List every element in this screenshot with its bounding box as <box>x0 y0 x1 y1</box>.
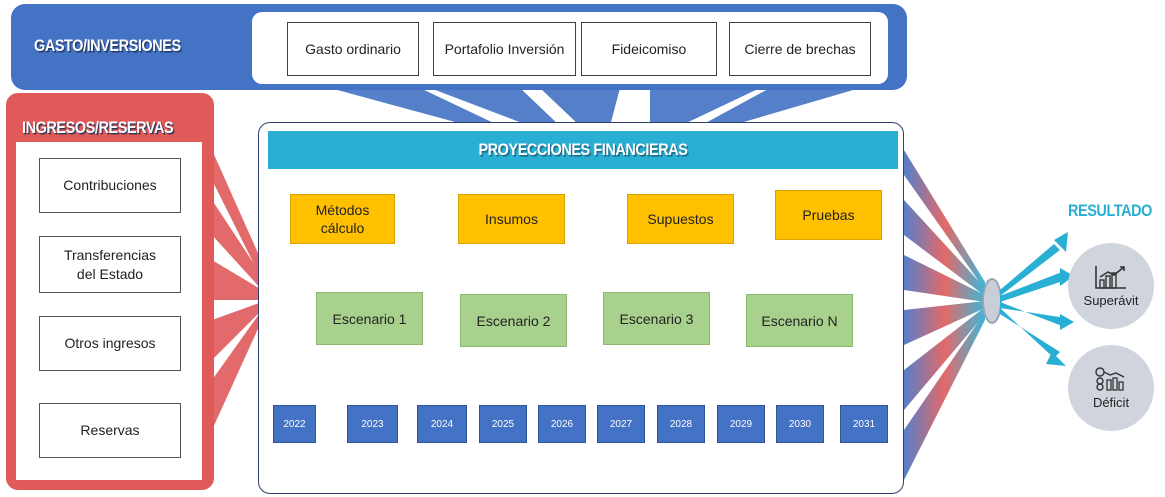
top-stream <box>330 88 860 126</box>
gasto-item: Fideicomiso <box>581 22 717 76</box>
scenario-box: Escenario 3 <box>603 292 710 345</box>
year-box: 2028 <box>657 405 705 443</box>
year-box: 2029 <box>717 405 765 443</box>
deficit-circle: Déficit <box>1068 345 1154 431</box>
ingresos-item: Reservas <box>39 403 181 458</box>
method-box: Métodos cálculo <box>290 194 395 244</box>
ingresos-item: Transferencias del Estado <box>39 236 181 293</box>
resultado-title: RESULTADO <box>1068 201 1152 220</box>
superavit-circle: Superávit <box>1068 243 1154 329</box>
gasto-item: Cierre de brechas <box>729 22 871 76</box>
year-box: 2024 <box>417 405 467 443</box>
superavit-label: Superávit <box>1083 293 1139 308</box>
right-stream <box>904 150 985 480</box>
gasto-item: Portafolio Inversión <box>433 22 576 76</box>
ingresos-item: Otros ingresos <box>39 316 181 371</box>
scenario-box: Escenario 2 <box>460 294 567 347</box>
ingresos-title: INGRESOS/RESERVAS <box>22 118 174 137</box>
year-box: 2023 <box>347 405 398 443</box>
output-rays <box>1000 232 1074 366</box>
year-box: 2031 <box>840 405 888 443</box>
chart-growth-icon <box>1095 266 1126 289</box>
coins-chart-icon <box>1095 367 1125 391</box>
year-box: 2022 <box>273 405 316 443</box>
method-box: Supuestos <box>627 194 734 244</box>
method-box: Insumos <box>458 194 565 244</box>
year-box: 2027 <box>597 405 645 443</box>
proyecciones-banner: PROYECCIONES FINANCIERAS <box>268 131 898 169</box>
scenario-box: Escenario N <box>746 294 853 347</box>
method-box: Pruebas <box>775 190 882 240</box>
gasto-title: GASTO/INVERSIONES <box>34 36 181 55</box>
ingresos-item: Contribuciones <box>39 158 181 213</box>
left-stream <box>212 150 262 430</box>
year-box: 2030 <box>776 405 824 443</box>
proyecciones-title: PROYECCIONES FINANCIERAS <box>478 140 688 159</box>
converge-ring <box>982 278 1002 324</box>
deficit-label: Déficit <box>1092 395 1130 410</box>
gasto-item: Gasto ordinario <box>287 22 419 76</box>
year-box: 2025 <box>479 405 527 443</box>
scenario-box: Escenario 1 <box>316 292 423 345</box>
year-box: 2026 <box>538 405 586 443</box>
